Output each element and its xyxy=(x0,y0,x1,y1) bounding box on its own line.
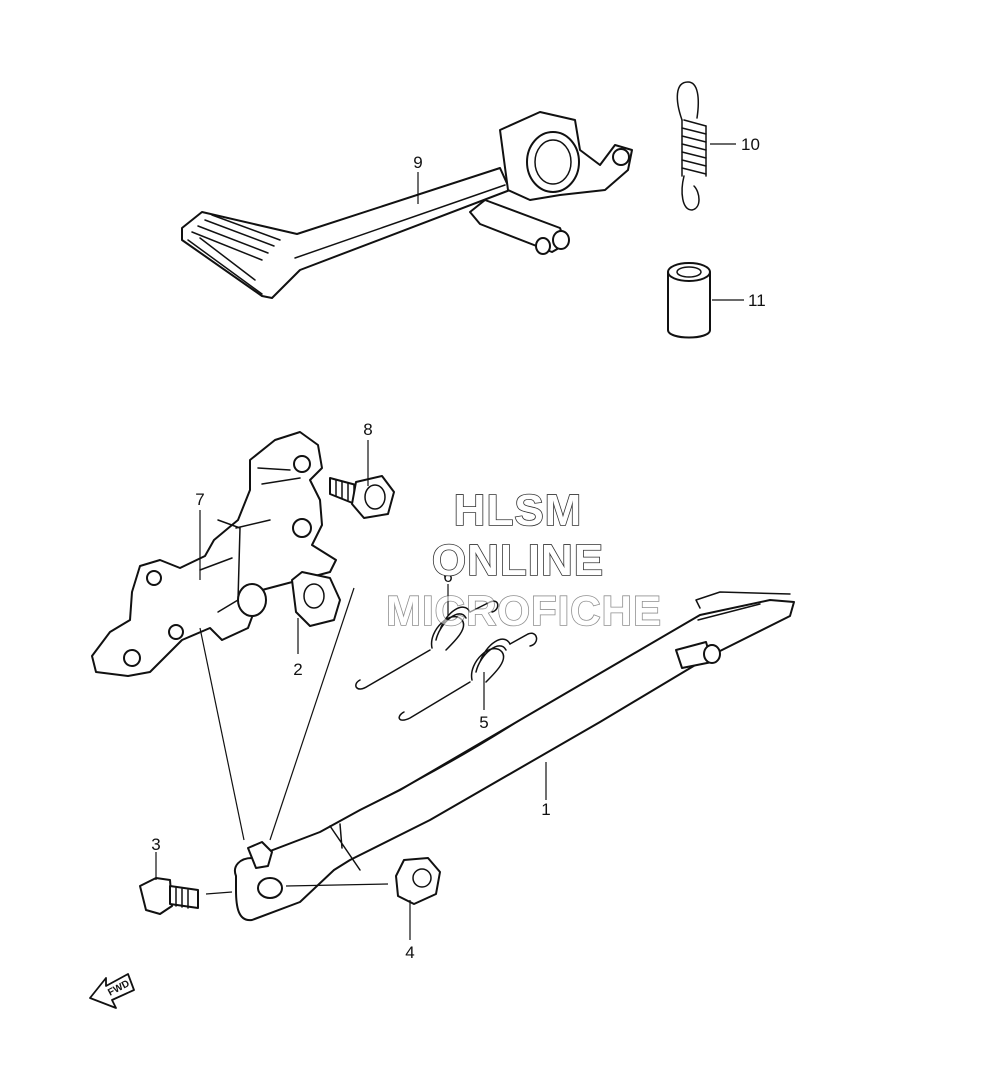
callout-7: 7 xyxy=(195,490,204,509)
callout-2: 2 xyxy=(293,660,302,679)
callout-leaders xyxy=(155,143,744,940)
bracket-bolt-part[interactable] xyxy=(329,475,395,519)
return-spring-part[interactable] xyxy=(676,81,707,211)
nut-part[interactable] xyxy=(395,857,441,905)
callout-labels: 9 10 11 8 7 2 6 5 1 3 4 xyxy=(151,135,765,962)
bushing-part[interactable] xyxy=(291,571,341,627)
callout-8: 8 xyxy=(363,420,372,439)
spring-inner-part[interactable] xyxy=(398,632,538,721)
side-stand-part[interactable] xyxy=(234,591,795,922)
callout-4: 4 xyxy=(405,943,414,962)
watermark-line-1: HLSM xyxy=(454,486,583,535)
watermark: HLSM ONLINE MICROFICHE xyxy=(385,485,662,635)
watermark-line-2: ONLINE xyxy=(432,536,604,585)
callout-6: 6 xyxy=(443,567,452,586)
stand-bracket-part[interactable] xyxy=(91,431,337,677)
callout-9: 9 xyxy=(413,153,422,172)
spring-outer-part[interactable] xyxy=(355,600,499,690)
watermark-line-3: MICROFICHE xyxy=(386,587,662,634)
brake-pedal-part[interactable] xyxy=(181,111,633,299)
callout-1: 1 xyxy=(541,800,550,819)
callout-3: 3 xyxy=(151,835,160,854)
callout-11: 11 xyxy=(748,291,766,310)
assembly-lines xyxy=(199,587,389,895)
forward-arrow-icon: FWD xyxy=(89,973,135,1009)
pedal-collar-part[interactable] xyxy=(667,262,711,339)
callout-10: 10 xyxy=(741,135,760,154)
stand-bolt-part[interactable] xyxy=(139,877,199,915)
callout-5: 5 xyxy=(479,713,488,732)
